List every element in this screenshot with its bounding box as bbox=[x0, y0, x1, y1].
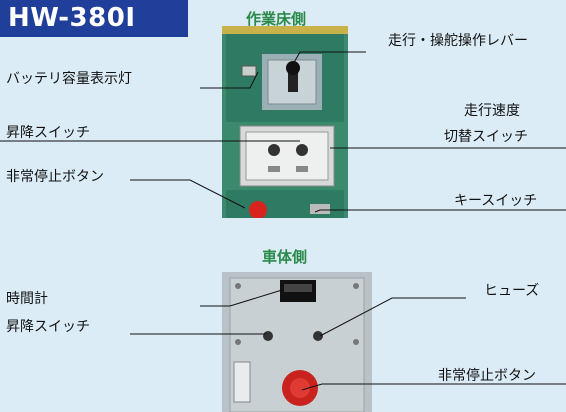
label-speed-switch-line1: 走行速度 bbox=[464, 103, 520, 119]
model-name: HW-380I bbox=[8, 3, 136, 33]
label-speed-switch-line2: 切替スイッチ bbox=[444, 129, 528, 145]
label-lift-switch-bottom: 昇降スイッチ bbox=[6, 319, 90, 335]
label-battery-indicator: バッテリ容量表示灯 bbox=[6, 71, 132, 87]
leader-key bbox=[314, 209, 566, 213]
label-hour-meter: 時間計 bbox=[6, 291, 48, 307]
label-lift-switch-top: 昇降スイッチ bbox=[6, 125, 90, 141]
label-emergency-stop-bottom: 非常停止ボタン bbox=[438, 368, 536, 384]
label-emergency-stop-top: 非常停止ボタン bbox=[6, 169, 104, 185]
label-travel-steering-lever: 走行・操舵操作レバー bbox=[388, 33, 528, 49]
chassis-panel-photo bbox=[222, 272, 372, 412]
label-fuse: ヒューズ bbox=[484, 283, 540, 299]
platform-panel-photo bbox=[222, 26, 348, 218]
platform-side-title: 作業床側 bbox=[246, 10, 307, 28]
chassis-side-title: 車体側 bbox=[262, 248, 308, 266]
model-badge: HW-380I bbox=[0, 0, 188, 37]
label-key-switch: キースイッチ bbox=[454, 193, 538, 209]
